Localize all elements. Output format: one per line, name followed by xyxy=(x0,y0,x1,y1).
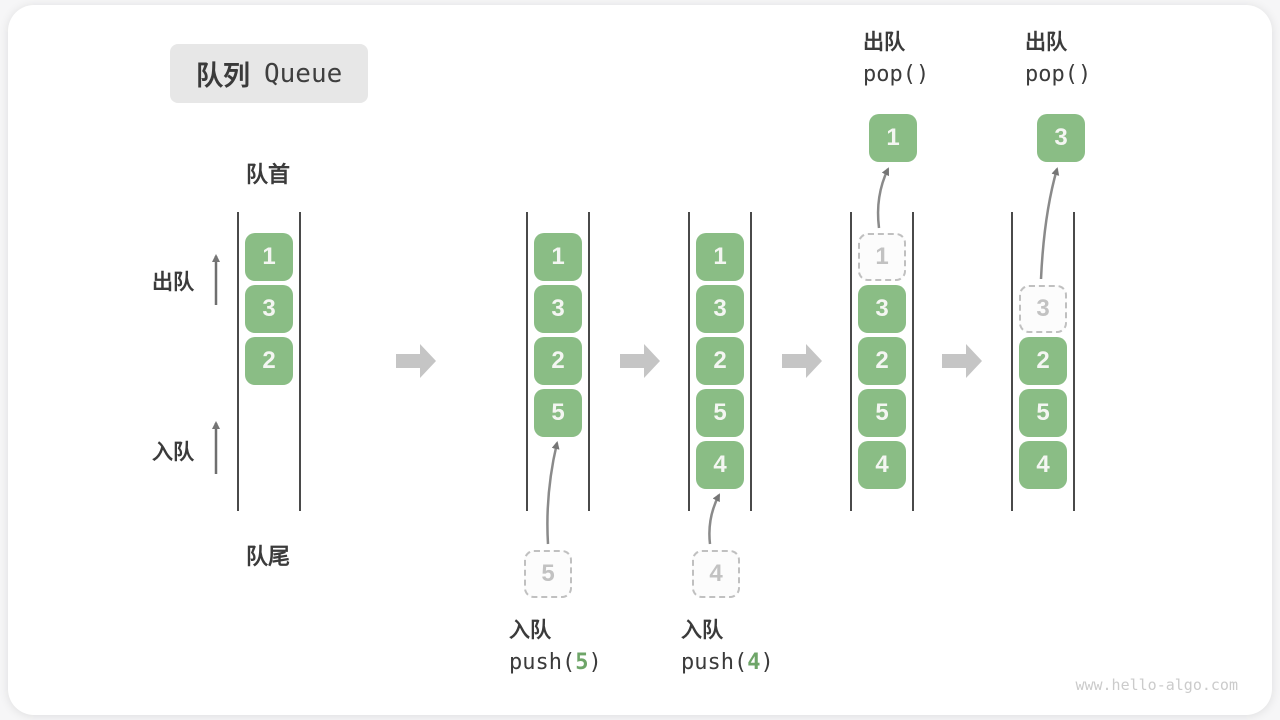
push-motion-arrow-icon xyxy=(546,441,560,545)
pop-motion-arrow-icon xyxy=(876,167,890,229)
watermark: www.hello-algo.com xyxy=(1075,676,1238,694)
queue-wall-left xyxy=(1011,212,1013,511)
flow-arrow-icon xyxy=(942,344,982,378)
operation-label-code: pop() xyxy=(1025,62,1092,87)
queue-item-box: 5 xyxy=(534,389,582,437)
popped-item-box: 1 xyxy=(869,114,917,162)
queue-wall-right xyxy=(1073,212,1075,511)
popped-item-box: 3 xyxy=(1037,114,1085,162)
incoming-item-box: 4 xyxy=(692,550,740,598)
flow-arrow-icon xyxy=(782,344,822,378)
operation-label-chinese: 入队 xyxy=(509,619,551,642)
incoming-item-box: 5 xyxy=(524,550,572,598)
queue-front-label: 队首 xyxy=(245,162,290,187)
dequeued-ghost-box: 1 xyxy=(858,233,906,281)
queue-wall-right xyxy=(750,212,752,511)
operation-argument: 4 xyxy=(747,650,761,675)
operation-label-code: push(4) xyxy=(681,650,774,675)
operation-label: 入队 push(4) xyxy=(681,616,774,680)
queue-item-box: 3 xyxy=(534,285,582,333)
queue-item-box: 4 xyxy=(858,441,906,489)
queue-item-box: 2 xyxy=(1019,337,1067,385)
dequeue-side-label: 出队 xyxy=(152,271,194,294)
queue-item-box: 3 xyxy=(245,285,293,333)
queue-wall-right xyxy=(912,212,914,511)
queue-wall-left xyxy=(688,212,690,511)
queue-item-box: 5 xyxy=(858,389,906,437)
queue-item-box: 1 xyxy=(696,233,744,281)
queue-item-box: 2 xyxy=(534,337,582,385)
pop-motion-arrow-icon xyxy=(1039,167,1060,280)
queue-item-box: 4 xyxy=(1019,441,1067,489)
queue-item-box: 1 xyxy=(245,233,293,281)
queue-item-box: 3 xyxy=(858,285,906,333)
title-chinese: 队列 xyxy=(196,61,250,91)
operation-label: 入队 push(5) xyxy=(509,616,602,680)
push-motion-arrow-icon xyxy=(708,493,721,545)
queue-item-box: 2 xyxy=(245,337,293,385)
queue-item-box: 1 xyxy=(534,233,582,281)
queue-wall-right xyxy=(588,212,590,511)
flow-arrow-icon xyxy=(396,344,436,378)
operation-label-chinese: 出队 xyxy=(863,31,905,54)
title-box: 队列 Queue xyxy=(170,44,369,103)
operation-label-code: pop() xyxy=(863,62,930,87)
queue-item-box: 3 xyxy=(696,285,744,333)
operation-label-code: push(5) xyxy=(509,650,602,675)
operation-argument: 5 xyxy=(575,650,589,675)
queue-wall-left xyxy=(237,212,239,511)
enqueue-side-label: 入队 xyxy=(152,441,194,464)
title-english: Queue xyxy=(264,58,343,89)
queue-item-box: 2 xyxy=(858,337,906,385)
queue-wall-right xyxy=(299,212,301,511)
queue-item-box: 5 xyxy=(696,389,744,437)
queue-item-box: 5 xyxy=(1019,389,1067,437)
operation-label: 出队 pop() xyxy=(1025,28,1091,92)
queue-item-box: 4 xyxy=(696,441,744,489)
operation-label-chinese: 出队 xyxy=(1025,31,1067,54)
queue-item-box: 2 xyxy=(696,337,744,385)
operation-label: 出队 pop() xyxy=(863,28,929,92)
queue-rear-label: 队尾 xyxy=(245,544,290,569)
queue-wall-left xyxy=(850,212,852,511)
queue-wall-left xyxy=(526,212,528,511)
dequeued-ghost-box: 3 xyxy=(1019,285,1067,333)
flow-arrow-icon xyxy=(620,344,660,378)
operation-label-chinese: 入队 xyxy=(681,619,723,642)
